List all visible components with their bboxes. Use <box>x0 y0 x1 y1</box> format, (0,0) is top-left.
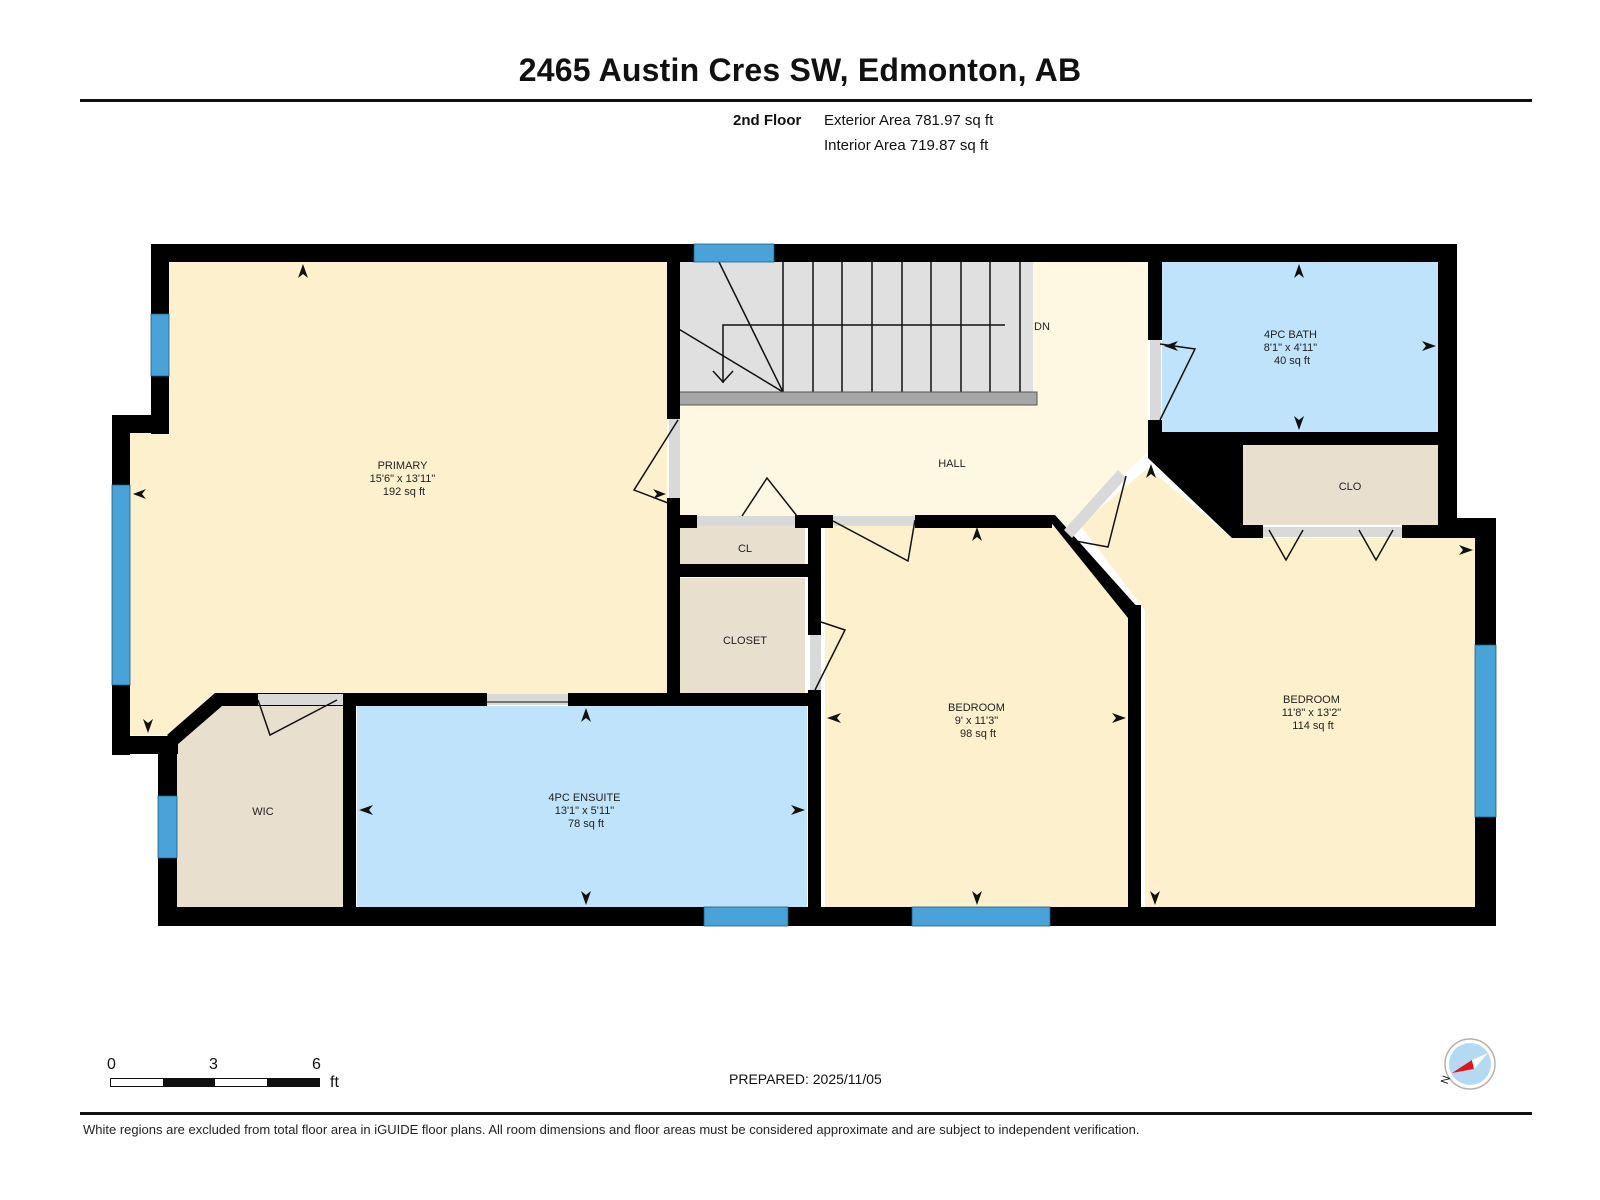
room-bath[interactable] <box>1162 262 1438 432</box>
room-bedroom-3[interactable] <box>1080 468 1475 907</box>
room-clo[interactable] <box>1243 445 1438 525</box>
label-closet: CLOSET <box>723 635 767 647</box>
scale-bar-graphic <box>110 1078 320 1087</box>
label-bedroom-3: BEDROOM 11'8" x 13'2" 114 sq ft <box>1282 694 1345 732</box>
window-bedroom-2 <box>911 906 1051 927</box>
room-bedroom-2[interactable] <box>825 525 1128 907</box>
disclaimer-text: White regions are excluded from total fl… <box>83 1122 1140 1137</box>
label-hall: HALL <box>938 458 966 470</box>
interior-area: Interior Area 719.87 sq ft <box>824 137 989 154</box>
stair-treads <box>676 261 1021 393</box>
label-bedroom-2: BEDROOM 9' x 11'3" 98 sq ft <box>948 702 1008 740</box>
compass-north-label: N <box>1440 1074 1453 1086</box>
room-cl[interactable] <box>675 522 805 564</box>
window-stair <box>693 243 775 263</box>
property-address-title: 2465 Austin Cres SW, Edmonton, AB <box>518 52 1082 88</box>
label-bath: 4PC BATH 8'1" x 4'11" 40 sq ft <box>1264 329 1320 367</box>
scale-tick-0: 0 <box>107 1056 116 1073</box>
room-ensuite[interactable] <box>357 706 807 907</box>
label-primary: PRIMARY 15'6" x 13'11" 192 sq ft <box>370 460 439 498</box>
window-ensuite <box>703 906 789 927</box>
room-wic[interactable] <box>177 706 343 907</box>
label-clo: CLO <box>1339 481 1362 493</box>
scale-unit: ft <box>330 1074 339 1091</box>
prepared-date: PREPARED: 2025/11/05 <box>729 1071 882 1087</box>
room-fills <box>130 262 1475 907</box>
label-wic: WIC <box>252 806 273 818</box>
window-wic <box>157 795 178 859</box>
stair-railing <box>674 391 1038 406</box>
dimension-arrows <box>133 264 1473 905</box>
label-cl: CL <box>738 543 752 555</box>
label-ensuite: 4PC ENSUITE 13'1" x 5'11" 78 sq ft <box>548 792 623 830</box>
floor-label: 2nd Floor <box>733 112 802 129</box>
footer-divider <box>80 1112 1532 1115</box>
window-bedroom-3 <box>1474 644 1497 818</box>
compass-icon: N <box>1440 1038 1496 1090</box>
window-primary-left <box>111 484 131 686</box>
room-closet[interactable] <box>675 578 805 693</box>
stairs-down-label: DN <box>1034 321 1050 333</box>
scale-tick-6: 6 <box>312 1056 321 1073</box>
room-labels: PRIMARY 15'6" x 13'11" 192 sq ft HALL 4P… <box>252 321 1361 830</box>
windows <box>111 243 1497 927</box>
room-primary[interactable] <box>130 262 667 735</box>
scale-tick-3: 3 <box>209 1056 218 1073</box>
window-primary-upper <box>150 313 170 377</box>
room-stairs <box>680 262 1033 392</box>
header-divider <box>80 99 1532 102</box>
exterior-area: Exterior Area 781.97 sq ft <box>824 112 994 129</box>
